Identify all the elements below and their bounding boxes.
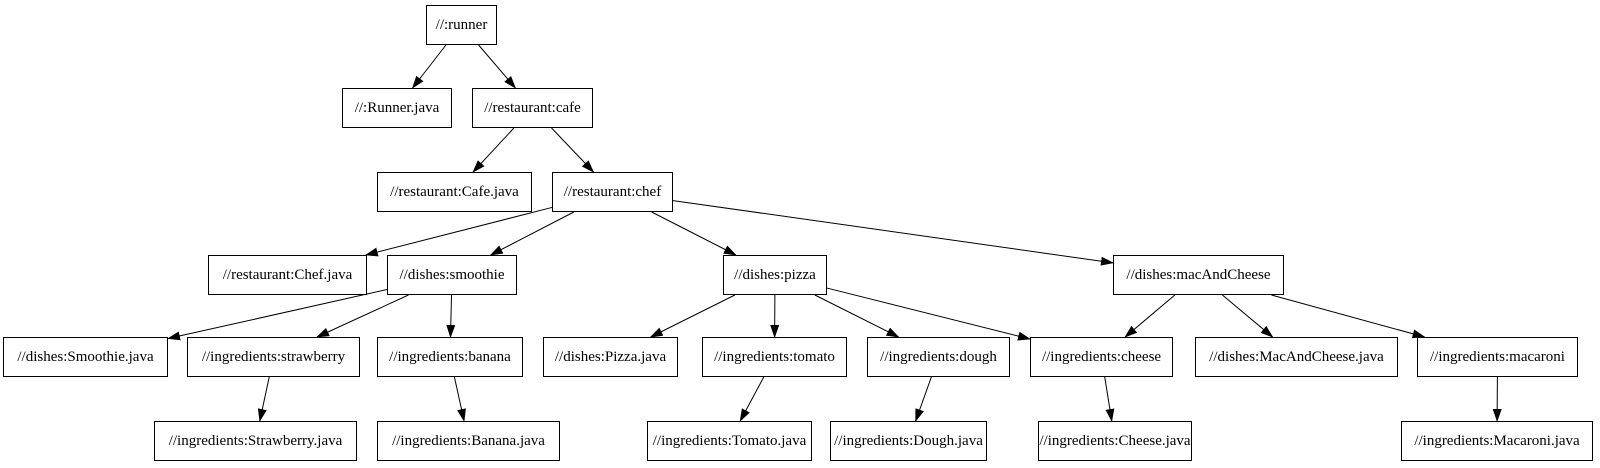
graph-node-strawberry-java: //ingredients:Strawberry.java <box>154 421 357 461</box>
graph-node-dough-java: //ingredients:Dough.java <box>830 421 987 461</box>
graph-node-strawberry: //ingredients:strawberry <box>187 337 360 377</box>
graph-node-macaroni-java: //ingredients:Macaroni.java <box>1401 421 1593 461</box>
graph-node-banana-java: //ingredients:Banana.java <box>377 421 560 461</box>
graph-node-runner-java: //:Runner.java <box>342 88 452 128</box>
graph-node-cafe: //restaurant:cafe <box>472 88 593 128</box>
graph-node-runner: //:runner <box>426 5 497 45</box>
graph-node-chef: //restaurant:chef <box>552 172 673 212</box>
graph-node-tomato-java: //ingredients:Tomato.java <box>647 421 812 461</box>
graph-node-pizza: //dishes:pizza <box>723 255 827 295</box>
graph-node-chef-java: //restaurant:Chef.java <box>208 255 367 295</box>
graph-node-macaroni: //ingredients:macaroni <box>1417 337 1578 377</box>
graph-node-banana: //ingredients:banana <box>377 337 523 377</box>
graph-node-mac-and-cheese-java: //dishes:MacAndCheese.java <box>1195 337 1398 377</box>
graph-node-smoothie-java: //dishes:Smoothie.java <box>3 337 168 377</box>
graph-node-pizza-java: //dishes:Pizza.java <box>543 337 678 377</box>
graph-node-mac-and-cheese: //dishes:macAndCheese <box>1113 255 1284 295</box>
graph-node-tomato: //ingredients:tomato <box>702 337 847 377</box>
graph-node-dough: //ingredients:dough <box>867 337 1010 377</box>
graph-node-cheese-java: //ingredients:Cheese.java <box>1038 421 1192 461</box>
graph-node-smoothie: //dishes:smoothie <box>387 255 517 295</box>
graph-node-cheese: //ingredients:cheese <box>1030 337 1173 377</box>
graph-node-cafe-java: //restaurant:Cafe.java <box>377 172 532 212</box>
